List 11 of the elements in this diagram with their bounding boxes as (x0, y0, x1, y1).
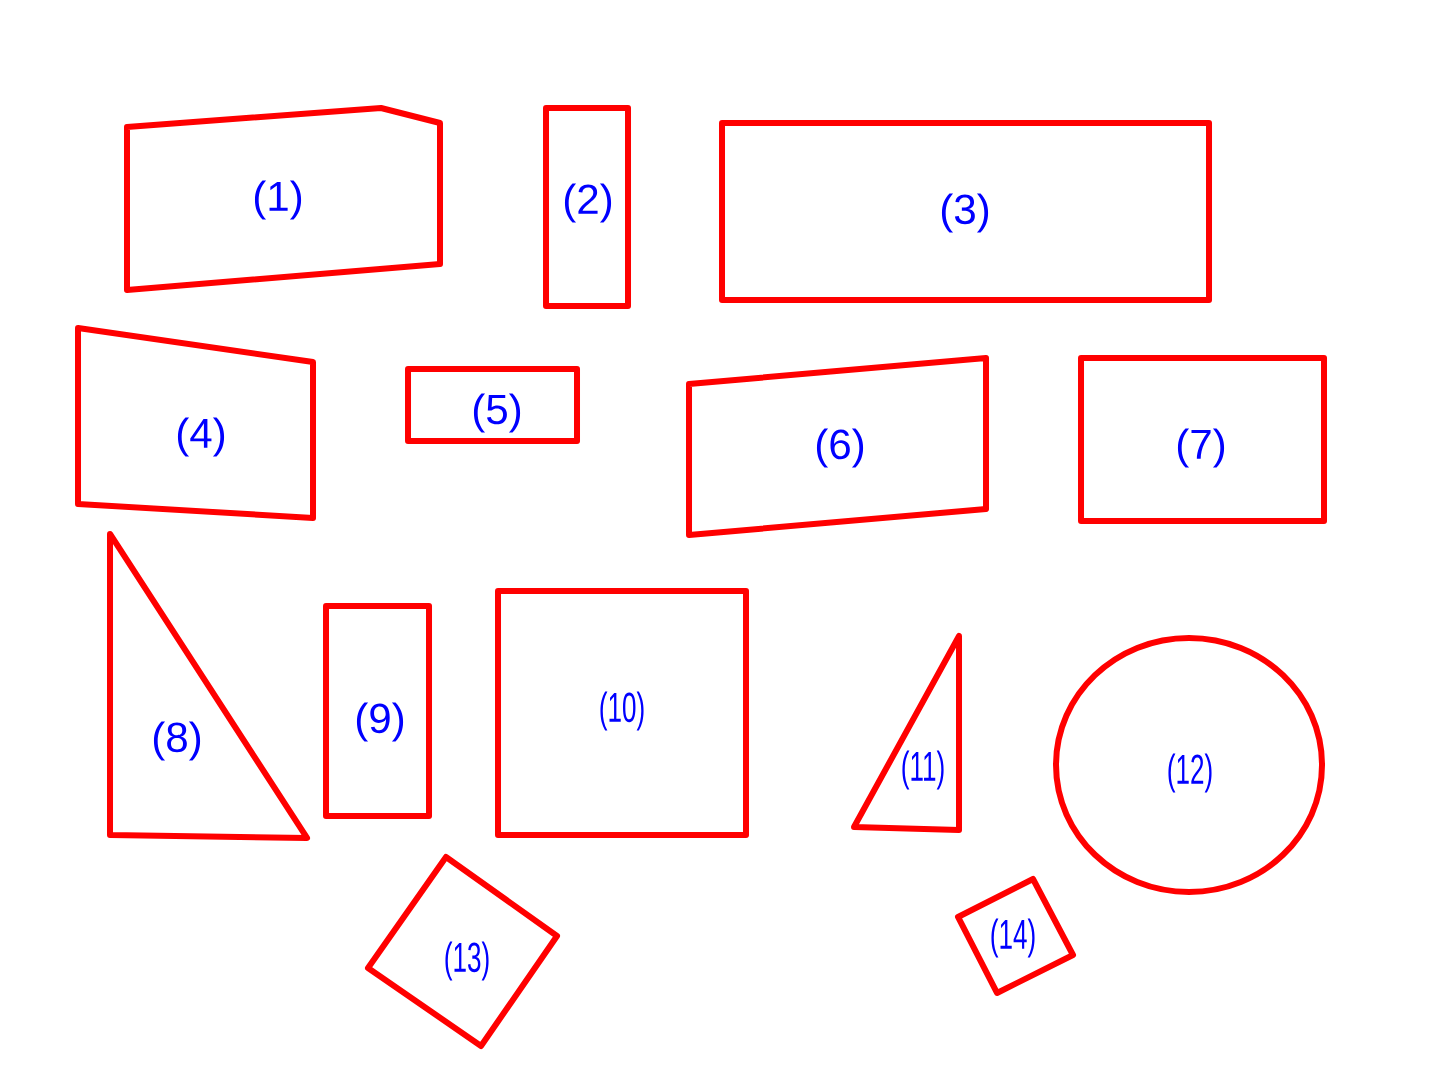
rectangle: (7) (1078, 355, 1327, 524)
triangle: (8) (107, 531, 310, 841)
triangle: (11) (851, 633, 962, 833)
trapezoid: (6) (686, 355, 989, 538)
rectangle: (3) (719, 120, 1212, 303)
rectangle: (9) (323, 603, 432, 819)
rectangle: (2) (543, 105, 631, 309)
pentagon: (1) (124, 105, 443, 293)
trapezoid: (4) (75, 325, 316, 521)
rectangle: (5) (405, 366, 580, 444)
square: (10) (495, 588, 749, 838)
